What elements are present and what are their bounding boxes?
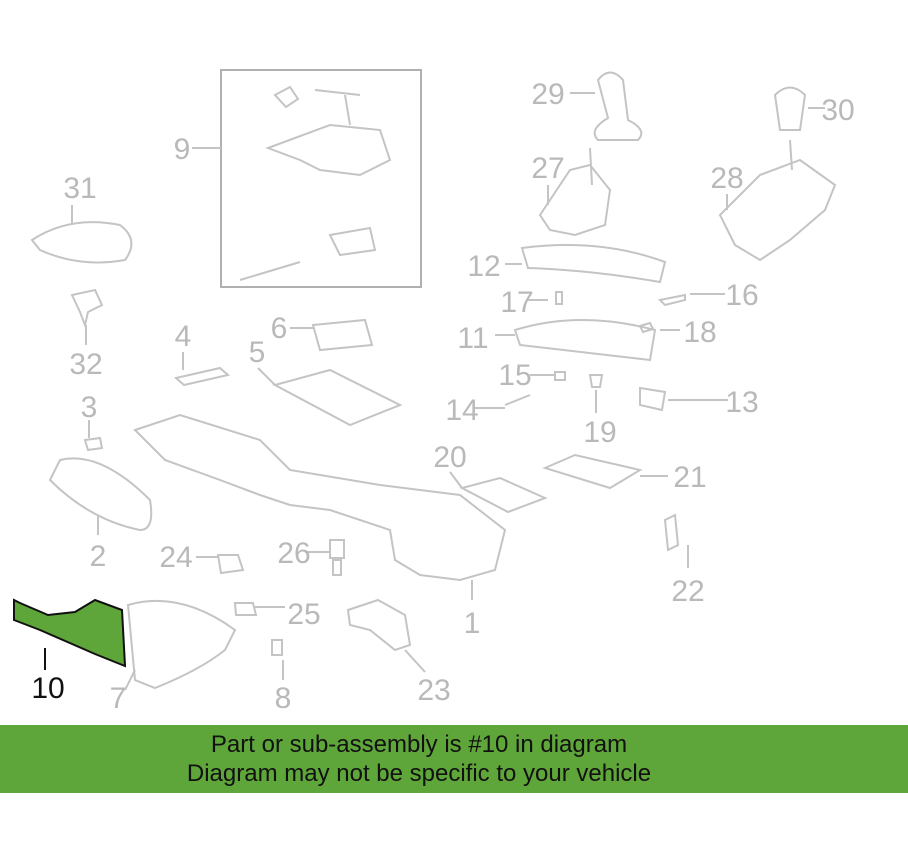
part-19-clip <box>588 374 604 388</box>
callout-label-22: 22 <box>671 575 704 608</box>
banner-line-2: Diagram may not be specific to your vehi… <box>186 760 652 787</box>
callout-label-12: 12 <box>467 250 500 283</box>
callout-label-3: 3 <box>81 391 98 424</box>
part-18-clip <box>638 321 655 334</box>
part-5-trim-plate <box>272 368 403 427</box>
part-16-bracket <box>657 293 686 307</box>
part-9-shifter-assembly <box>239 85 392 281</box>
part-7-trim-panel <box>126 599 237 690</box>
leader-lines <box>44 92 825 691</box>
part-25-clip <box>233 602 258 616</box>
callout-label-29: 29 <box>531 78 564 111</box>
part-13-clip <box>639 386 667 412</box>
callout-label-10: 10 <box>31 672 64 705</box>
part-15-screw <box>554 371 566 381</box>
callout-label-2: 2 <box>90 540 107 573</box>
callout-label-23: 23 <box>417 674 450 707</box>
part-10-highlighted-trim <box>13 598 127 668</box>
callout-label-20: 20 <box>433 441 466 474</box>
callout-label-27: 27 <box>531 152 564 185</box>
part-9-inset-box <box>220 69 422 288</box>
part-31-lid <box>30 221 133 264</box>
part-20-tray <box>459 476 548 514</box>
callout-label-19: 19 <box>583 416 616 449</box>
part-2-panel <box>48 457 153 532</box>
callout-label-5: 5 <box>249 336 266 369</box>
part-8-clip <box>271 639 283 656</box>
part-29-shift-knob <box>593 71 643 141</box>
part-27-shifter <box>538 147 612 237</box>
callout-label-15: 15 <box>498 359 531 392</box>
callout-label-18: 18 <box>683 316 716 349</box>
callout-label-31: 31 <box>63 172 96 205</box>
callout-label-7: 7 <box>110 682 127 715</box>
callout-label-24: 24 <box>159 541 192 574</box>
callout-label-4: 4 <box>175 320 192 353</box>
callout-label-16: 16 <box>725 279 758 312</box>
callout-label-26: 26 <box>277 537 310 570</box>
callout-label-28: 28 <box>710 162 743 195</box>
callout-label-25: 25 <box>287 598 320 631</box>
callout-label-17: 17 <box>500 286 533 319</box>
part-12-armrest <box>520 244 667 284</box>
part-6-pocket <box>311 318 374 352</box>
part-23-module <box>346 598 412 652</box>
banner-line-1: Part or sub-assembly is #10 in diagram <box>210 731 628 758</box>
part-26-switch <box>329 539 345 576</box>
callout-label-11: 11 <box>457 322 488 355</box>
part-22-bracket <box>663 513 680 552</box>
info-banner: Part or sub-assembly is #10 in diagram D… <box>0 725 908 793</box>
callout-label-13: 13 <box>725 386 758 419</box>
part-1-console <box>133 413 507 582</box>
callout-label-1: 1 <box>464 607 481 640</box>
callout-label-32: 32 <box>69 348 102 381</box>
callout-label-9: 9 <box>174 133 191 166</box>
part-14-pin <box>504 394 531 406</box>
callout-label-8: 8 <box>275 682 292 715</box>
part-21-mat <box>542 453 643 490</box>
part-4-cover <box>173 366 231 387</box>
part-28-shifter <box>718 139 837 262</box>
part-24-bracket <box>216 554 245 575</box>
callout-label-14: 14 <box>445 394 478 427</box>
part-30-shift-knob <box>773 86 807 131</box>
part-3-clip <box>83 436 104 452</box>
part-17-clip <box>555 291 563 305</box>
callout-label-30: 30 <box>821 94 854 127</box>
part-11-armrest-base <box>513 319 657 362</box>
part-shapes <box>13 69 837 690</box>
part-32-bumper <box>70 288 104 329</box>
callout-label-21: 21 <box>673 461 706 494</box>
callout-label-6: 6 <box>271 312 288 345</box>
